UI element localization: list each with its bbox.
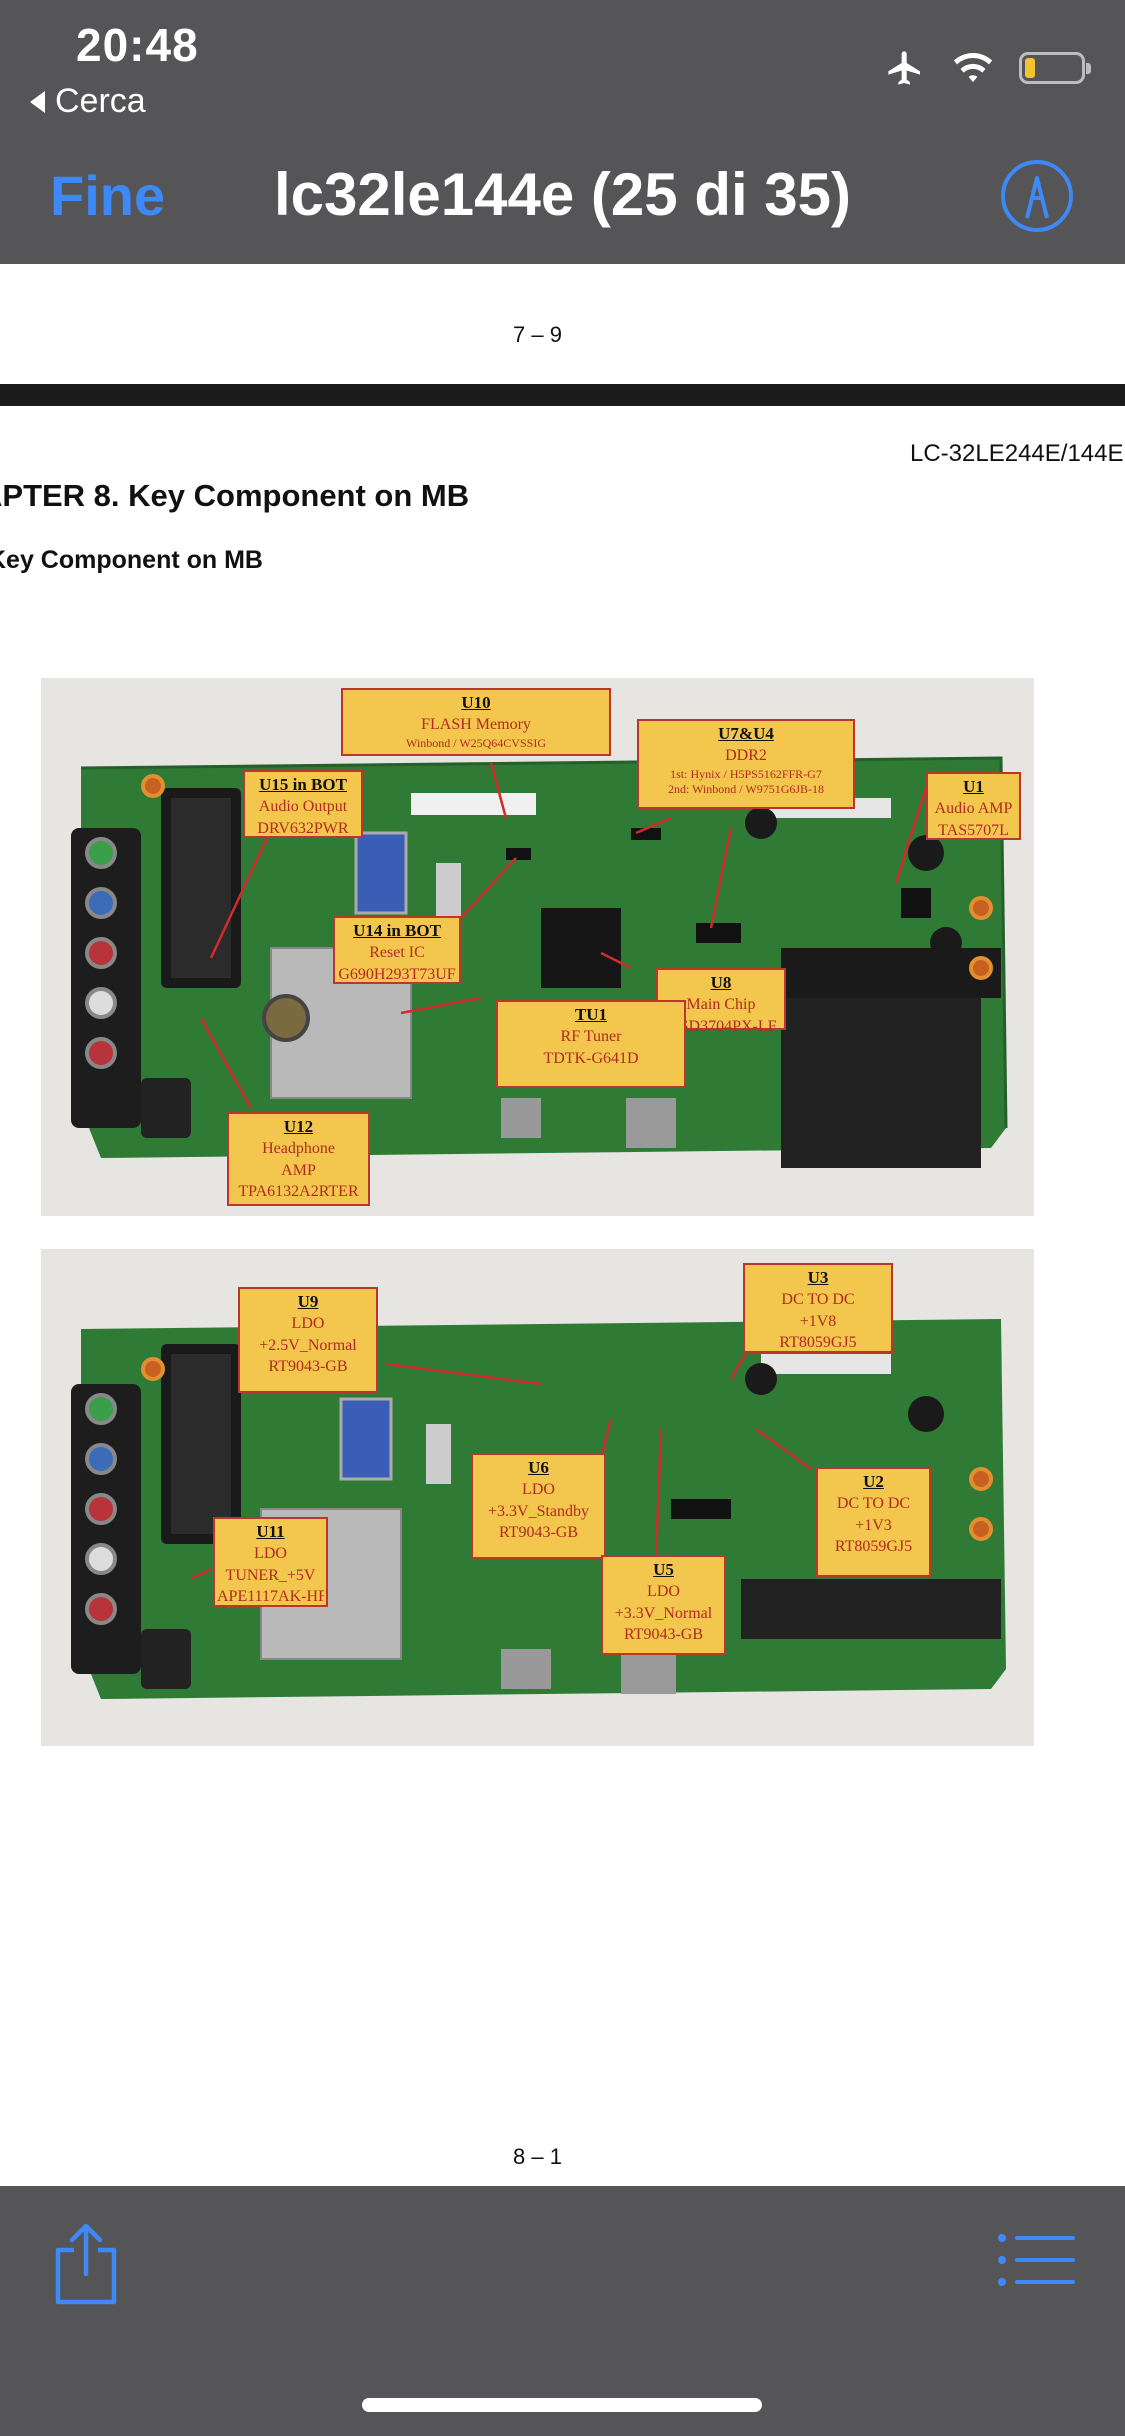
callout-line: TUNER_+5V xyxy=(225,1566,316,1584)
callout-line: Main Chip xyxy=(686,996,756,1014)
callout-line: Audio Output xyxy=(258,798,348,816)
callout-line: LDO xyxy=(291,1315,325,1333)
home-indicator[interactable] xyxy=(362,2398,762,2412)
callout-line: DDR2 xyxy=(725,747,767,765)
callout-id: U8 xyxy=(710,973,732,992)
callout-line: RF Tuner xyxy=(560,1028,622,1046)
callout-id: U1 xyxy=(963,777,984,796)
callout-line: RT9043-GB xyxy=(498,1523,579,1541)
battery-tip xyxy=(1086,63,1091,74)
callout-line: APE1117AK-HF xyxy=(217,1587,324,1605)
callout-id: U5 xyxy=(653,1560,674,1579)
callout-line: TDTK-G641D xyxy=(543,1049,639,1067)
pdf-page[interactable]: LC-32LE244E/144E APTER 8. Key Component … xyxy=(0,406,1125,2186)
callout-id: U15 in BOT xyxy=(259,775,347,794)
callout-id: U7&U4 xyxy=(718,724,774,743)
component-callout: U14 in BOT Reset IC G690H293T73UF xyxy=(333,916,461,984)
callout-line: RT9043-GB xyxy=(268,1357,348,1375)
callout-line: DRV632PWR xyxy=(257,819,349,837)
callout-line: FLASH Memory xyxy=(421,716,531,734)
callout-line: Reset IC xyxy=(369,944,425,962)
callout-line: DC TO DC xyxy=(836,1495,911,1513)
navigation-bar: 20:48 Cerca Fine lc32le144e (25 di 35) xyxy=(0,0,1125,264)
callout-id: U3 xyxy=(807,1268,829,1287)
previous-page-number: 7 – 9 xyxy=(513,322,562,347)
back-to-search-link[interactable]: Cerca xyxy=(30,82,146,121)
page-divider xyxy=(0,384,1125,406)
status-time: 20:48 xyxy=(76,19,199,71)
model-header: LC-32LE244E/144E xyxy=(910,440,1124,467)
share-icon[interactable] xyxy=(50,2220,122,2306)
callout-line: G690H293T73UF xyxy=(338,965,456,983)
document-title: lc32le144e (25 di 35) xyxy=(273,161,852,228)
callout-id: U9 xyxy=(297,1292,319,1311)
callout-line: Headphone xyxy=(262,1140,335,1158)
battery-level xyxy=(1025,58,1035,78)
callout-line: LDO xyxy=(254,1545,287,1563)
status-icons xyxy=(883,48,1091,88)
previous-page-bottom: 7 – 9 xyxy=(0,264,1125,384)
callout-line: LDO xyxy=(647,1583,680,1601)
callout-line: AMP xyxy=(281,1161,316,1179)
callout-line: RT9043-GB xyxy=(623,1625,704,1643)
callout-line: RT8059GJ5 xyxy=(834,1537,913,1555)
callout-line: +3.3V_Normal xyxy=(614,1604,713,1622)
callout-id: U2 xyxy=(863,1472,884,1491)
wifi-icon xyxy=(953,53,993,83)
callout-line: 1st: Hynix / H5PS5162FFR-G7 xyxy=(670,766,822,781)
airplane-icon xyxy=(888,51,920,85)
callout-line: TAS5707L xyxy=(938,821,1009,839)
markup-pen-icon[interactable] xyxy=(999,158,1075,234)
battery-icon xyxy=(1019,52,1091,84)
done-button[interactable]: Fine xyxy=(50,164,166,227)
callout-id: U10 xyxy=(461,693,491,712)
callout-line: RT8059GJ5 xyxy=(779,1333,857,1351)
back-arrow-icon xyxy=(30,90,45,113)
bottom-toolbar xyxy=(0,2186,1125,2436)
callout-line: +3.3V_Standby xyxy=(487,1502,590,1520)
callout-id: TU1 xyxy=(574,1005,608,1024)
callout-line: MSD3704PX-LF xyxy=(665,1017,777,1035)
pcb-drawing-top xyxy=(41,678,1034,1216)
callout-line: Winbond / W25Q64CVSSIG xyxy=(406,735,546,750)
callout-id: U12 xyxy=(283,1117,314,1136)
chapter-heading: APTER 8. Key Component on MB xyxy=(0,478,470,513)
list-icon[interactable] xyxy=(997,2232,1075,2288)
callout-line: +1V3 xyxy=(855,1516,892,1534)
callout-line: 2nd: Winbond / W9751G6JB-18 xyxy=(667,782,825,797)
callout-line: +1V8 xyxy=(799,1312,837,1330)
callout-line: LDO xyxy=(522,1481,555,1499)
callout-id: U14 in BOT xyxy=(353,921,441,940)
section-heading: Key Component on MB xyxy=(0,546,263,574)
back-label: Cerca xyxy=(55,82,146,120)
page-number: 8 – 1 xyxy=(513,2144,562,2169)
callout-line: TPA6132A2RTER xyxy=(238,1182,359,1200)
callout-id: U11 xyxy=(256,1522,285,1541)
callout-line: DC TO DC xyxy=(781,1291,855,1309)
callout-id: U6 xyxy=(528,1458,549,1477)
callout-line: Audio AMP xyxy=(934,800,1013,818)
callout-line: +2.5V_Normal xyxy=(259,1336,357,1354)
